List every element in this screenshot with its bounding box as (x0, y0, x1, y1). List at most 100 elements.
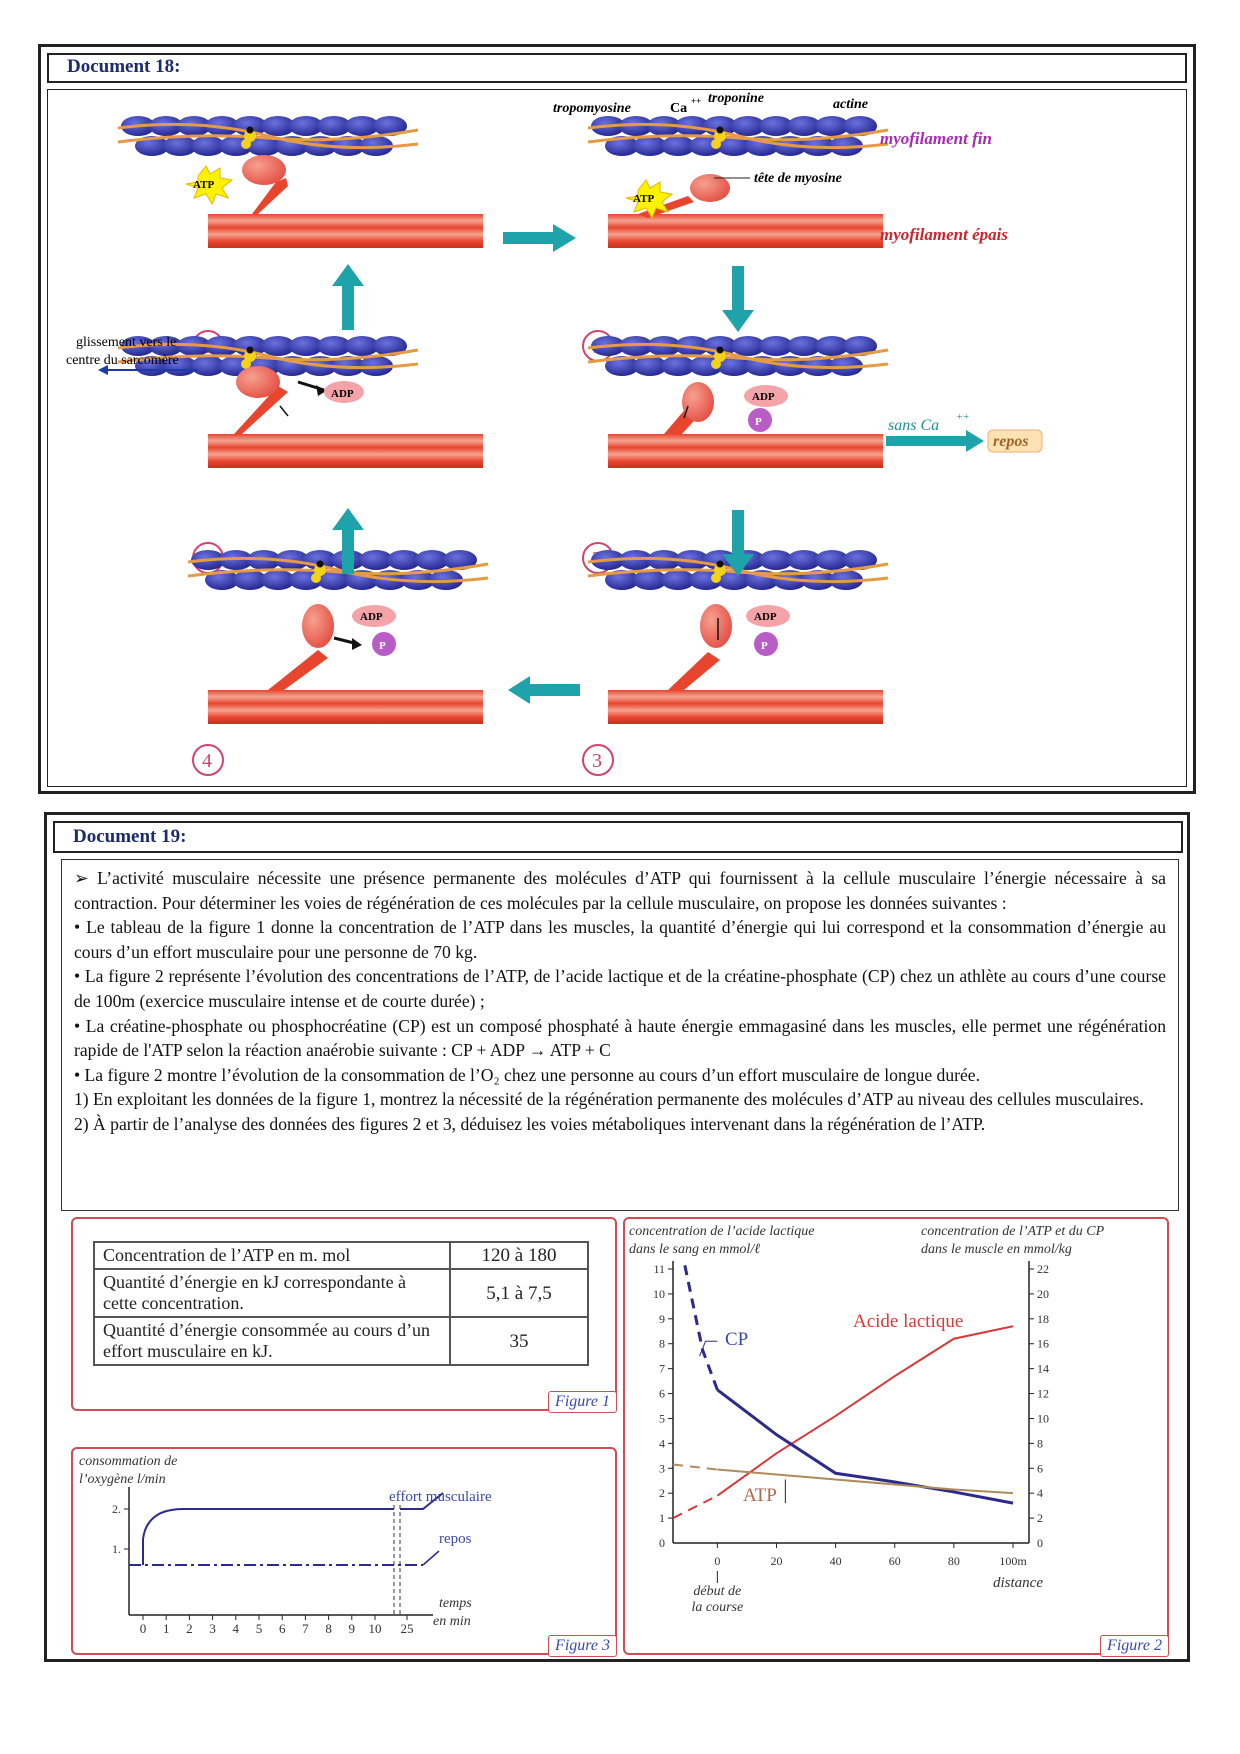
y-tick-label-left: 8 (659, 1337, 665, 1351)
figure-2-label: Figure 2 (1100, 1635, 1169, 1657)
bullet-creatine-phosphate: • La créatine-phosphate ou phosphocréati… (74, 1014, 1166, 1063)
document-19-title: Document 19: (53, 821, 1183, 853)
document-18-title: Document 18: (47, 53, 1187, 83)
table-row: Quantité d’énergie consommée au cours d’… (94, 1317, 588, 1365)
y-tick-label-right: 14 (1037, 1362, 1049, 1376)
figure-1-table: Concentration de l’ATP en m. mol 120 à 1… (93, 1241, 589, 1366)
atp-label: ATP (633, 193, 654, 205)
bullet-figure-2: • La figure 2 représente l’évolution des… (74, 964, 1166, 1013)
cp-leader-line (700, 1341, 718, 1356)
y-tick-label: 1. (112, 1542, 121, 1556)
question-1: 1) En exploitant les données de la figur… (74, 1087, 1166, 1112)
bullet-oxygen: • La figure 2 montre l’évolution de la c… (74, 1063, 1166, 1088)
y-tick-label-right: 12 (1037, 1387, 1049, 1401)
y-tick-label-left: 2 (659, 1486, 665, 1500)
y-tick-label-left: 5 (659, 1411, 665, 1425)
document-19-text: ➢ L’activité musculaire nécessite une pr… (61, 859, 1179, 1211)
y-tick-label-right: 4 (1037, 1486, 1043, 1500)
y-tick-label-left: 9 (659, 1312, 665, 1326)
x-tick-label: 0 (140, 1621, 147, 1636)
myosin-head-label: tête de myosine (754, 171, 842, 186)
y-tick-label-right: 18 (1037, 1312, 1049, 1326)
y-axis-title: l’oxygène l/min (79, 1472, 166, 1487)
y-tick-label-left: 11 (653, 1262, 665, 1276)
adp-label: ADP (754, 611, 777, 623)
adp-label: ADP (331, 388, 354, 400)
svg-text:P: P (755, 416, 762, 428)
svg-text:4: 4 (202, 750, 212, 772)
panel-step-1: ATP (588, 116, 888, 248)
x-tick-label: 40 (830, 1554, 842, 1568)
series-line-dashed (673, 1465, 717, 1470)
x-tick-label: 3 (209, 1621, 216, 1636)
actin-myosin-cycle-diagram: ATP 6 ATP 1 tropomyosine Ca ++ troponine… (48, 90, 1186, 786)
figure-1-label: Figure 1 (548, 1391, 617, 1413)
y-tick-label-right: 20 (1037, 1287, 1049, 1301)
document-19-frame: Document 19: ➢ L’activité musculaire néc… (44, 812, 1190, 1662)
y-axis-title: consommation de (79, 1454, 177, 1469)
y-tick-label-left: 3 (659, 1461, 665, 1475)
actine-label: actine (833, 97, 868, 112)
y-tick-label-left: 4 (659, 1436, 665, 1450)
y-tick-label-left: 0 (659, 1536, 665, 1550)
row-value: 120 à 180 (450, 1242, 588, 1269)
y-tick-label-right: 6 (1037, 1461, 1043, 1475)
calcium-label: Ca (670, 101, 687, 116)
table-row: Quantité d’énergie en kJ correspondante … (94, 1269, 588, 1317)
panel-step-6: ATP (118, 116, 483, 248)
y-tick-label-right: 0 (1037, 1536, 1043, 1550)
x-tick-label: 6 (279, 1621, 286, 1636)
sans-calcium-label: sans Ca (888, 417, 939, 434)
x-tick-label: 0 (714, 1554, 720, 1568)
svg-text:P: P (761, 640, 768, 652)
x-axis-title: en min (433, 1614, 471, 1629)
y-tick-label-right: 16 (1037, 1337, 1049, 1351)
figure-2-card: concentration de l’acide lactique dans le… (623, 1217, 1169, 1655)
question-2: 2) À partir de l’analyse des données des… (74, 1112, 1166, 1137)
step-4-marker: 4 (193, 745, 223, 775)
left-axis-title: dans le sang en mmol/ℓ (629, 1242, 760, 1257)
left-axis-title: concentration de l’acide lactique (629, 1224, 814, 1239)
series-label-repos: repos (439, 1531, 472, 1547)
svg-text:3: 3 (592, 750, 602, 772)
x-tick-label: 100m (999, 1554, 1027, 1568)
figure-3-label: Figure 3 (548, 1635, 617, 1657)
row-label: Concentration de l’ATP en m. mol (94, 1242, 450, 1269)
x-tick-label: 20 (770, 1554, 782, 1568)
atp-label: ATP (193, 179, 214, 191)
series-label-effort: effort musculaire (389, 1489, 492, 1505)
x-tick-label: 5 (256, 1621, 263, 1636)
y-tick-label-left: 1 (659, 1511, 665, 1525)
document-18-frame: Document 18: (38, 44, 1196, 794)
y-tick-label-right: 8 (1037, 1436, 1043, 1450)
y-tick-label-right: 2 (1037, 1511, 1043, 1525)
x-tick-label: 2 (186, 1621, 193, 1636)
series-line (717, 1326, 1013, 1495)
x-tick-label: 25 (401, 1621, 414, 1636)
intro-paragraph: ➢ L’activité musculaire nécessite une pr… (74, 866, 1166, 915)
arrow-1-to-2-icon (722, 266, 754, 332)
arrow-5-to-6-icon (332, 264, 364, 330)
adp-label: ADP (752, 391, 775, 403)
row-label: Quantité d’énergie en kJ correspondante … (94, 1269, 450, 1317)
troponine-label: troponine (708, 91, 764, 106)
adp-label: ADP (360, 611, 383, 623)
effort-curve (143, 1509, 394, 1565)
sans-calcium-superscript: ++ (956, 412, 970, 423)
series-label-cp: CP (725, 1329, 748, 1350)
x-tick-label: 60 (889, 1554, 901, 1568)
x-tick-label: 8 (325, 1621, 332, 1636)
x-tick-label: 9 (349, 1621, 356, 1636)
myofilament-fin-label: myofilament fin (880, 129, 992, 148)
myofilament-epais-label: myofilament épais (880, 225, 1008, 244)
svg-text:P: P (379, 640, 386, 652)
panel-step-4: ADP P (188, 550, 488, 724)
rest-leader-line (423, 1551, 439, 1565)
panel-step-3: ADP P (588, 550, 888, 724)
tropomyosine-label: tropomyosine (553, 101, 631, 116)
document-18-diagram-frame: ATP 6 ATP 1 tropomyosine Ca ++ troponine… (47, 89, 1187, 787)
repos-badge: repos (993, 433, 1029, 450)
figure-3-card: consommation del’oxygène l/min1.2.012345… (71, 1447, 617, 1655)
glissement-label-2: centre du sarcomère (66, 353, 179, 368)
glissement-label-1: glissement vers le (76, 335, 176, 350)
